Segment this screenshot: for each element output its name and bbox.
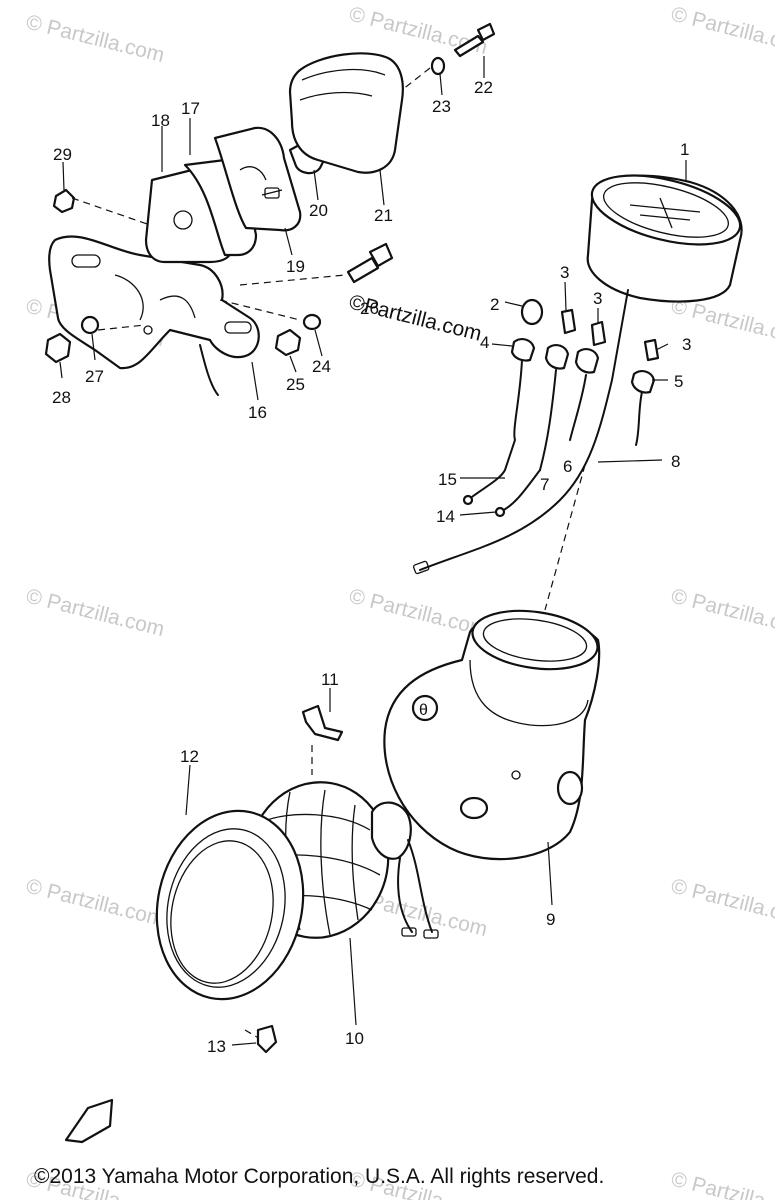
callout-21: 21 — [374, 206, 393, 225]
nut-part — [274, 328, 302, 357]
meter-bulbs — [510, 298, 660, 394]
callout-28: 28 — [52, 388, 71, 407]
headlight-rim-part — [155, 809, 305, 1001]
callout-26: 26 — [360, 299, 379, 318]
bulb-socket — [264, 187, 280, 199]
housing-contour — [299, 68, 386, 101]
bracket-hole — [143, 325, 153, 335]
watermark: © Partzilla.com — [669, 1168, 775, 1200]
callout-7: 7 — [540, 475, 549, 494]
callout-23: 23 — [432, 97, 451, 116]
screw-part — [256, 1024, 278, 1054]
tail-housing-part — [288, 52, 404, 174]
callout-19: 19 — [286, 257, 305, 276]
tail-wire — [199, 344, 219, 396]
forward-arrow-icon — [64, 1098, 114, 1144]
nut-part — [44, 332, 72, 364]
callout-12: 12 — [180, 747, 199, 766]
bracket-slot — [224, 321, 252, 334]
callout-18: 18 — [151, 111, 170, 130]
callout-3: 3 — [560, 263, 569, 282]
callout-5: 5 — [674, 372, 683, 391]
callout-14: 14 — [436, 507, 455, 526]
callout-25: 25 — [286, 375, 305, 394]
callout-22: 22 — [474, 78, 493, 97]
copyright-notice: ©2013 Yamaha Motor Corporation, U.S.A. A… — [34, 1165, 605, 1188]
watermark: © Partzilla.com — [669, 585, 775, 642]
watermark: © Partzilla.com — [669, 3, 775, 60]
screw-part — [453, 34, 485, 58]
assembly-lines — [71, 67, 431, 331]
watermark: © Partzilla.com — [24, 585, 167, 642]
bracket-ribs — [114, 274, 196, 321]
callout-9: 9 — [546, 910, 555, 929]
meter-wiring — [412, 289, 643, 575]
callout-3: 3 — [682, 335, 691, 354]
callout-15: 15 — [438, 470, 457, 489]
taillight-lens-part — [213, 126, 302, 232]
callout-29: 29 — [53, 145, 72, 164]
callout-27: 27 — [85, 367, 104, 386]
screw-head — [476, 22, 496, 42]
callout-4: 4 — [480, 333, 489, 352]
speedometer-part — [586, 174, 743, 303]
watermark: © Partzilla.com — [669, 875, 775, 932]
washer-part — [430, 56, 446, 76]
callout-labels: 1 2 3 3 3 4 5 6 7 8 9 10 11 12 13 14 15 … — [52, 78, 691, 1056]
callout-2: 2 — [490, 295, 499, 314]
clip-part — [301, 704, 344, 742]
callout-1: 1 — [680, 140, 689, 159]
bolt-part — [346, 256, 380, 284]
callout-16: 16 — [248, 403, 267, 422]
nut-part — [52, 188, 76, 214]
callout-6: 6 — [563, 457, 572, 476]
watermark: © Partzilla.com — [24, 875, 167, 932]
assembly-lines — [544, 464, 586, 611]
callout-3: 3 — [593, 289, 602, 308]
callout-8: 8 — [671, 452, 680, 471]
watermark: © Partzilla.com — [24, 11, 167, 68]
bolt-head — [368, 242, 394, 268]
callout-17: 17 — [181, 99, 200, 118]
callout-13: 13 — [207, 1037, 226, 1056]
license-bracket-part — [48, 235, 260, 370]
leader-lines — [59, 56, 687, 1046]
callout-10: 10 — [345, 1029, 364, 1048]
watermark: © Partzilla.com — [347, 585, 490, 642]
bracket-slot — [71, 254, 101, 268]
svg-text:θ: θ — [419, 702, 428, 719]
callout-24: 24 — [312, 357, 331, 376]
base-socket — [173, 210, 193, 230]
callout-20: 20 — [309, 201, 328, 220]
callout-11: 11 — [321, 670, 339, 689]
washer-part — [80, 315, 100, 335]
washer-part — [302, 313, 322, 331]
headlight-housing-part: θ — [383, 609, 601, 861]
